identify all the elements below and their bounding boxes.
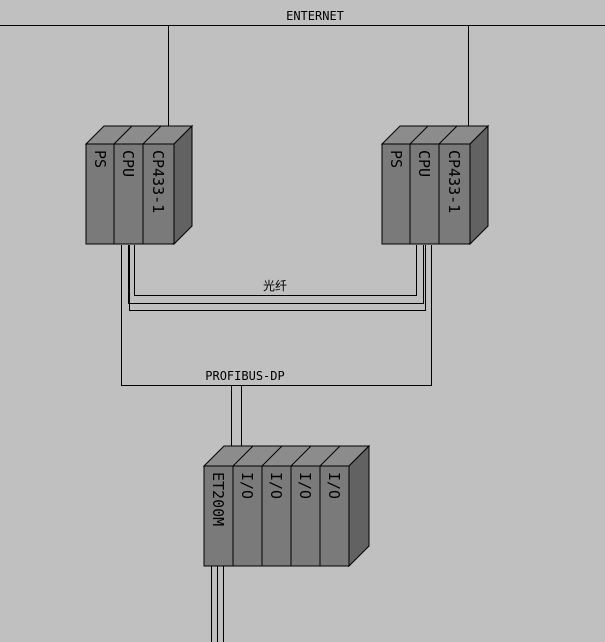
fiber-label: 光纤	[263, 279, 287, 293]
et200m-module-io-2	[261, 465, 292, 567]
plc-left-module-ps	[85, 143, 115, 245]
et200m-side	[348, 444, 370, 568]
plc-right-module-cp	[438, 143, 471, 245]
profibus-label: PROFIBUS-DP	[205, 369, 284, 383]
et200m-label-io-3: I/O	[296, 472, 314, 499]
plc-left-label-ps: PS	[91, 150, 109, 168]
et200m-module-io-4	[319, 465, 350, 567]
et200m-label-io-2: I/O	[267, 472, 285, 499]
plc-right-module-cpu	[409, 143, 440, 245]
et200m-label-io-1: I/O	[238, 472, 256, 499]
plc-left-side	[173, 124, 193, 246]
plc-rack-right: PS CPU CP433-1	[380, 124, 490, 246]
et200m-label-io-4: I/O	[325, 472, 343, 499]
plc-left-label-cp: CP433-1	[149, 150, 167, 213]
plc-right-label-cp: CP433-1	[445, 150, 463, 213]
et200m-label-im: ET200M	[209, 472, 227, 526]
plc-right-label-cpu: CPU	[415, 150, 433, 177]
et200m-rack: ET200M I/O I/O I/O I/O	[202, 444, 371, 568]
profibus-bus-line	[121, 245, 432, 386]
plc-rack-left: PS CPU CP433-1	[84, 124, 194, 246]
fiber-link-outer	[129, 245, 426, 311]
ethernet-label: ENTERNET	[286, 9, 344, 23]
et200m-module-im	[203, 465, 234, 567]
plc-left-module-cp	[142, 143, 175, 245]
plc-right-side	[469, 124, 489, 246]
fiber-link-inner-2	[134, 245, 417, 296]
fiber-link-inner	[128, 245, 424, 304]
et200m-top	[202, 445, 371, 467]
plc-right-label-ps: PS	[387, 150, 405, 168]
plc-left-label-cpu: CPU	[119, 150, 137, 177]
